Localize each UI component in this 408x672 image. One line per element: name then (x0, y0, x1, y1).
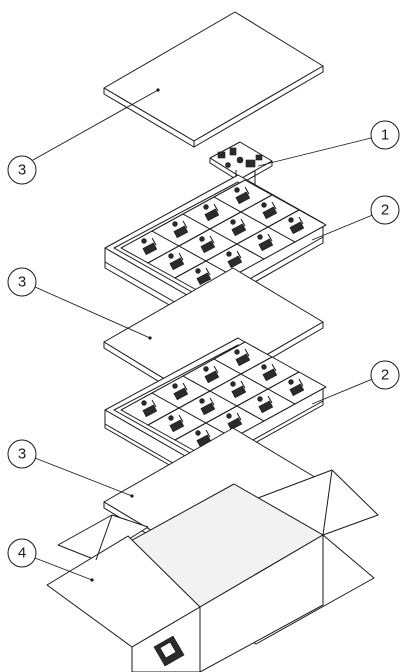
lower-tray-module-component (227, 417, 243, 431)
upper-tray-module-capacitor (288, 217, 294, 223)
callout-3-top: 3 (7, 88, 160, 185)
upper-tray-module-capacitor (172, 221, 178, 227)
callout-3-middle-label: 3 (18, 274, 26, 291)
upper-tray-module-component (231, 223, 247, 237)
lower-tray-module-component (169, 419, 185, 433)
lower-tray-module-capacitor (226, 413, 232, 419)
top-cardboard-sheet (103, 11, 324, 148)
upper-tray-module-pin (271, 201, 277, 210)
upper-tray-module-capacitor (168, 253, 174, 259)
upper-tray-module-pin (240, 218, 246, 227)
callout-2-upper-label: 2 (381, 202, 389, 219)
upper-tray-module-component (200, 240, 216, 254)
power-module-board (209, 141, 273, 188)
callout-3-middle: 3 (7, 267, 152, 340)
lower-tray-module-pin (244, 348, 250, 357)
lower-tray-module-pin (267, 395, 273, 404)
lower-tray-module-capacitor (288, 379, 294, 385)
lower-tray-module-component (235, 353, 251, 367)
callout-3-bottom: 3 (7, 439, 134, 498)
upper-tray-module-component (204, 208, 220, 222)
callout-2-lower: 2 (311, 360, 400, 405)
upper-tray-module-pin (209, 235, 215, 244)
lower-tray-module-component (231, 385, 247, 399)
upper-tray-module-capacitor (261, 202, 267, 208)
lower-tray-module-component (289, 383, 305, 397)
lower-tray-module-pin (271, 363, 277, 372)
upper-tray-module-pin (213, 203, 219, 212)
lower-tray-module-capacitor (257, 396, 263, 402)
lower-tray-module-pin (205, 429, 211, 438)
lower-tray-module-capacitor (199, 398, 205, 404)
lower-tray-module-capacitor (141, 400, 147, 406)
callout-2-lower-label: 2 (381, 367, 389, 384)
upper-tray-module-pin (267, 233, 273, 242)
lower-tray-module-pin (240, 380, 246, 389)
upper-tray-module-component (196, 272, 212, 286)
lower-tray-module-component (173, 387, 189, 401)
upper-tray-module-component (258, 238, 274, 252)
lower-tray-module-capacitor (203, 366, 209, 372)
upper-tray-module-capacitor (230, 219, 236, 225)
callout-3-top-label: 3 (18, 162, 26, 179)
lower-tray-module-pin (213, 365, 219, 374)
upper-tray-module-component (289, 221, 305, 235)
lower-tray-module-capacitor (172, 383, 178, 389)
upper-tray-module-pin (236, 250, 242, 259)
callout-1-label: 1 (381, 127, 389, 144)
upper-tray-module-pin (178, 252, 184, 261)
upper-tray-module-capacitor (195, 268, 201, 274)
upper-tray-module-capacitor (203, 204, 209, 210)
lower-tray-module-pin (178, 414, 184, 423)
lower-tray-module-component (142, 404, 158, 418)
lower-tray-module-capacitor (168, 415, 174, 421)
lower-module-tray (104, 337, 327, 479)
callout-1: 1 (257, 120, 400, 167)
lower-tray-module-pin (298, 378, 304, 387)
upper-tray-module-capacitor (257, 234, 263, 240)
shipping-carton (46, 469, 379, 672)
upper-tray-module-component (142, 242, 158, 256)
upper-tray-module-capacitor (234, 187, 240, 193)
callout-2-upper: 2 (311, 195, 400, 241)
upper-tray-module-pin (244, 186, 250, 195)
lower-tray-module-component (204, 370, 220, 384)
callout-4-label: 4 (18, 545, 26, 562)
lower-tray-module-capacitor (234, 349, 240, 355)
upper-tray-module-pin (151, 237, 157, 246)
upper-tray-module-capacitor (141, 238, 147, 244)
lower-tray-module-pin (209, 397, 215, 406)
lower-tray-module-capacitor (195, 430, 201, 436)
upper-tray-module-pin (298, 216, 304, 225)
upper-tray-module-component (235, 191, 251, 205)
upper-tray-module-component (227, 255, 243, 269)
upper-tray-module-pin (182, 220, 188, 229)
lower-tray-module-component (262, 368, 278, 382)
upper-tray-module-pin (205, 267, 211, 276)
upper-tray-module-component (169, 257, 185, 271)
lower-tray-module-component (200, 402, 216, 416)
lower-tray-module-capacitor (261, 364, 267, 370)
callout-3-bottom-label: 3 (18, 446, 26, 463)
lower-tray-module-pin (151, 399, 157, 408)
upper-tray-module-capacitor (226, 251, 232, 257)
lower-tray-module-component (258, 400, 274, 414)
upper-tray-module-component (262, 206, 278, 220)
upper-tray-module-capacitor (199, 236, 205, 242)
lower-tray-module-capacitor (230, 381, 236, 387)
lower-tray-module-pin (236, 412, 242, 421)
upper-tray-module-component (173, 225, 189, 239)
lower-tray-module-pin (182, 382, 188, 391)
callout-4: 4 (7, 538, 94, 582)
